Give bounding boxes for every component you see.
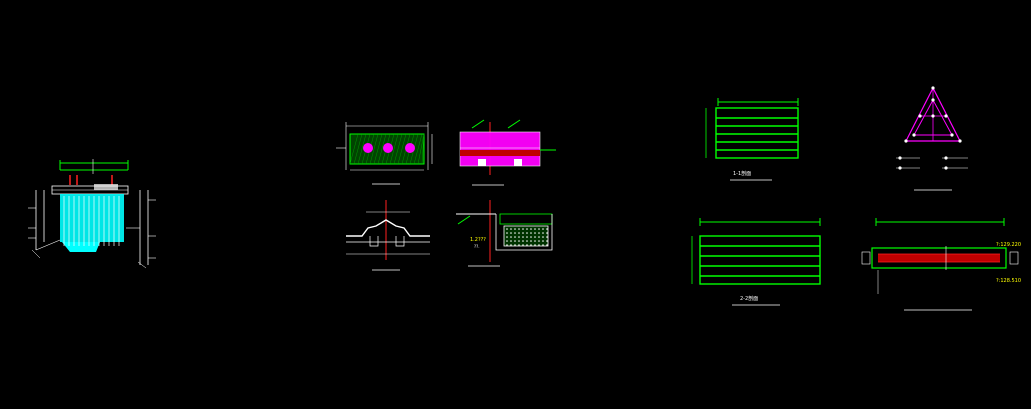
gravel-dot [522, 232, 524, 234]
gravel-dot [514, 236, 516, 238]
hatch-line [377, 133, 387, 165]
section-2-2: 2-2剖面 [691, 218, 821, 306]
node-dot [931, 114, 935, 118]
gravel-dot [530, 244, 532, 246]
gravel-dot [546, 228, 548, 230]
gravel-dot [506, 244, 508, 246]
node-dot [944, 114, 948, 118]
node-dot [912, 133, 916, 137]
hatch-line [417, 133, 425, 165]
node-dot [931, 98, 935, 102]
gravel-dot [526, 236, 528, 238]
gravel-dot [526, 244, 528, 246]
gravel-dot [546, 240, 548, 242]
gravel-dot [542, 240, 544, 242]
gravel-dot [514, 244, 516, 246]
gravel-dot [522, 228, 524, 230]
gravel-dot [530, 228, 532, 230]
elevation-label-left: 1.2??? [470, 237, 486, 243]
gravel-dot [538, 232, 540, 234]
gravel-dot [530, 236, 532, 238]
gravel-dot [506, 232, 508, 234]
hatch-line [397, 133, 407, 165]
node-dot [904, 139, 908, 143]
gravel-dot [522, 236, 524, 238]
gravel-dot [510, 240, 512, 242]
triangle-diagram [896, 86, 968, 191]
section-1-1-label: 1-1剖面 [733, 170, 751, 177]
gravel-dot [518, 244, 520, 246]
hatch-line [389, 133, 399, 165]
beam-section: ?:129.220 ?:128.510 [861, 218, 1021, 311]
hatch-line [369, 133, 379, 165]
gravel-dot [506, 236, 508, 238]
gravel-dot [526, 240, 528, 242]
elevation-label-mid: ??. [474, 244, 480, 249]
gravel-dot [530, 240, 532, 242]
gravel-dot [526, 228, 528, 230]
hatch-line [413, 133, 423, 165]
beam-elev-bottom: ?:128.510 [996, 278, 1021, 284]
hatch-line [357, 133, 367, 165]
gravel-dot [526, 232, 528, 234]
gravel-dot [510, 228, 512, 230]
gravel-dot [534, 232, 536, 234]
gravel-dot [538, 240, 540, 242]
hatch-line [349, 133, 359, 165]
plan-view-top-right [459, 119, 556, 186]
hatch-line [421, 133, 425, 165]
section-2-2-label: 2-2剖面 [740, 295, 758, 302]
gravel-dot [530, 232, 532, 234]
gravel-dot [538, 244, 540, 246]
gravel-dot [534, 240, 536, 242]
gravel-dot [518, 236, 520, 238]
gravel-dot [510, 244, 512, 246]
gravel-dot [518, 232, 520, 234]
gravel-dot [546, 244, 548, 246]
beam-elev-top: ?:129.220 [996, 242, 1021, 248]
gravel-dot [534, 244, 536, 246]
gravel-dot [542, 228, 544, 230]
hatch-line [373, 133, 383, 165]
node-dot [950, 133, 954, 137]
gravel-dot [542, 244, 544, 246]
section-view-bottom-right: 1.2??? ??. [456, 200, 553, 267]
gravel-dot [538, 236, 540, 238]
gravel-dot [510, 232, 512, 234]
node-dot [931, 86, 935, 90]
gravel-dot [546, 236, 548, 238]
gravel-dot [510, 236, 512, 238]
section-1-1: 1-1剖面 [705, 98, 799, 181]
elevation-section-left [28, 159, 156, 269]
node-dot [958, 139, 962, 143]
section-view-bottom-left [346, 200, 430, 271]
gravel-dot [514, 240, 516, 242]
hatch-line [353, 133, 363, 165]
gravel-dot [542, 232, 544, 234]
gravel-dot [518, 240, 520, 242]
plan-view-top-left [336, 122, 433, 185]
gravel-dot [538, 228, 540, 230]
gravel-dot [506, 228, 508, 230]
gravel-dot [514, 228, 516, 230]
gravel-dot [522, 244, 524, 246]
gravel-dot [514, 232, 516, 234]
gravel-dot [518, 228, 520, 230]
gravel-dot [534, 236, 536, 238]
gravel-dot [522, 240, 524, 242]
node-dot [918, 114, 922, 118]
gravel-dot [542, 236, 544, 238]
hatch-line [393, 133, 403, 165]
gravel-dot [546, 232, 548, 234]
gravel-dot [506, 240, 508, 242]
gravel-dot [534, 228, 536, 230]
